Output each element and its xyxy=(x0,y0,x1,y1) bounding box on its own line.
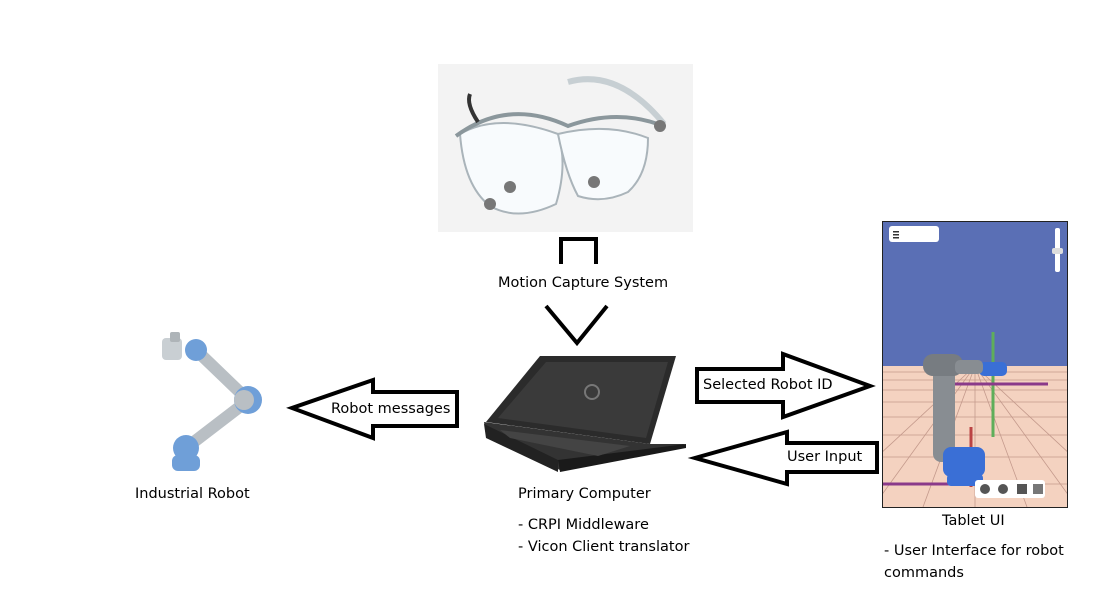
computer-detail-1: - CRPI Middleware xyxy=(518,517,649,533)
primary-computer-label: Primary Computer xyxy=(518,486,651,502)
motion-capture-label: Motion Capture System xyxy=(498,275,669,291)
tablet-ui-screenshot xyxy=(882,221,1068,508)
tablet-detail-2: commands xyxy=(884,565,964,581)
industrial-robot-label: Industrial Robot xyxy=(135,486,250,502)
computer-detail-2: - Vicon Client translator xyxy=(518,539,690,555)
industrial-robot-image xyxy=(158,330,270,475)
laptop-image xyxy=(480,352,690,474)
motion-capture-glasses-image xyxy=(438,64,693,232)
tablet-detail-1: - User Interface for robot xyxy=(884,543,1064,559)
tablet-ui-label: Tablet UI xyxy=(942,513,1005,529)
user-input-label: User Input xyxy=(787,449,863,465)
robot-messages-label: Robot messages xyxy=(331,401,451,417)
selected-robot-id-label: Selected Robot ID xyxy=(703,377,833,393)
